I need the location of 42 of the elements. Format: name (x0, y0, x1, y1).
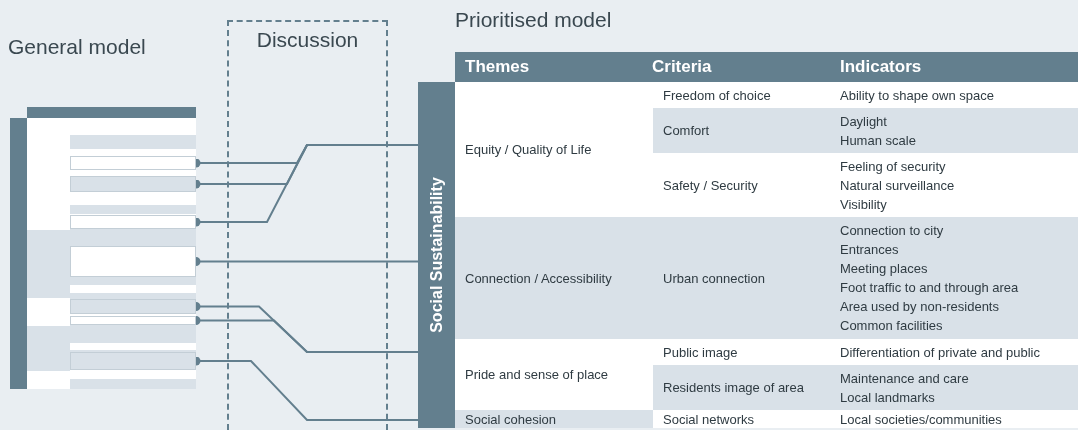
schematic-row (70, 316, 196, 325)
indicator-text: Maintenance and care (840, 369, 970, 388)
indicator-text: Ability to shape own space (840, 86, 995, 105)
indicator-text: Entrances (840, 241, 900, 259)
schematic-row (70, 215, 196, 229)
indicator-text: Visibility (840, 195, 888, 214)
criterion-cell: Urban connection (653, 217, 830, 339)
column-header: Themes (465, 57, 530, 77)
indicator-text: Local societies/communities (840, 410, 1003, 429)
column-header: Indicators (840, 57, 922, 77)
schematic-row (70, 156, 196, 170)
schematic-row (70, 246, 196, 277)
theme-cell: Pride and sense of place (455, 339, 653, 410)
criterion-cell: Safety / Security (653, 153, 830, 217)
indicator-text: Local landmarks (840, 388, 936, 407)
criterion-cell: Public image (653, 339, 830, 365)
indicator-text: Natural surveillance (840, 176, 956, 195)
indicator-text: Connection to city (840, 222, 945, 240)
indicator-text: Human scale (840, 131, 917, 150)
schematic-row (70, 352, 196, 370)
criterion-cell: Freedom of choice (653, 82, 830, 108)
theme-cell: Social cohesion (455, 410, 653, 428)
criterion-cell: Social networks (653, 410, 830, 428)
table-heading: Prioritised model (455, 8, 612, 32)
indicator-text: Meeting places (840, 260, 929, 278)
criterion-cell: Comfort (653, 108, 830, 153)
column-header: Criteria (652, 57, 712, 77)
criterion-cell: Residents image of area (653, 365, 830, 410)
indicator-text: Daylight (840, 112, 888, 131)
indicator-text: Common facilities (840, 317, 944, 335)
theme-cell: Connection / Accessibility (455, 217, 653, 339)
theme-cell: Equity / Quality of Life (455, 82, 653, 217)
category-label: Social Sustainability (427, 177, 446, 333)
indicator-text: Area used by non-residents (840, 298, 1000, 316)
indicator-text: Differentiation of private and public (840, 343, 1041, 362)
diagram-heading: General model (8, 35, 146, 59)
indicator-text: Foot traffic to and through area (840, 279, 1020, 297)
category-band (418, 82, 455, 428)
schematic-row (70, 176, 196, 192)
indicator-text: Feeling of security (840, 157, 947, 176)
column-heading: Discussion (255, 28, 360, 52)
schematic-row (70, 299, 196, 314)
